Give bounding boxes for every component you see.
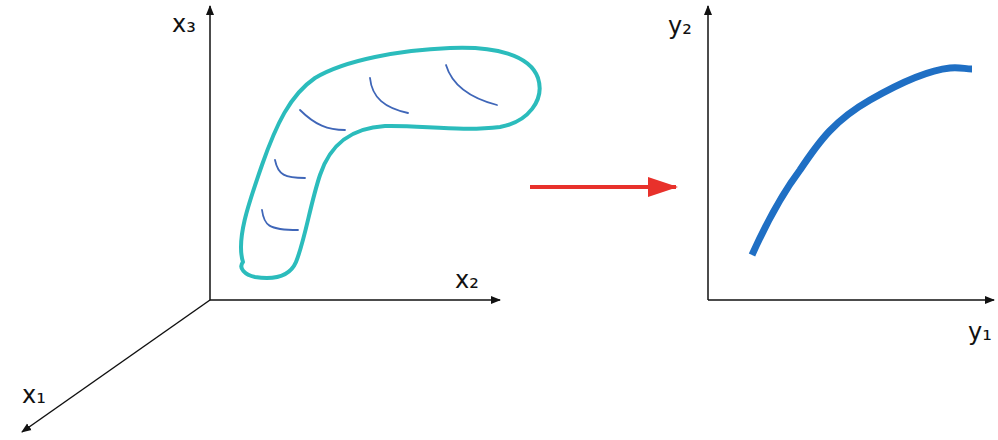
manifold-curve bbox=[262, 210, 298, 230]
axis-label: y₂ bbox=[668, 14, 692, 38]
axis-label: x₁ bbox=[22, 383, 46, 407]
axis-label: x₃ bbox=[172, 12, 196, 36]
manifold-curve bbox=[275, 160, 305, 178]
x3-axis bbox=[209, 6, 211, 300]
manifold-curve bbox=[300, 110, 345, 130]
embedding-curve bbox=[752, 68, 972, 255]
axis-label: x₂ bbox=[455, 268, 479, 292]
x2-axis bbox=[210, 299, 500, 301]
y1-axis bbox=[708, 299, 994, 301]
manifold-curve bbox=[446, 65, 497, 105]
mapping-arrow bbox=[530, 185, 676, 189]
manifold-outline bbox=[241, 48, 540, 278]
x1-axis bbox=[22, 300, 210, 432]
axis-label: y₁ bbox=[968, 320, 992, 344]
y2-axis bbox=[707, 6, 709, 300]
manifold-curve bbox=[370, 78, 408, 113]
